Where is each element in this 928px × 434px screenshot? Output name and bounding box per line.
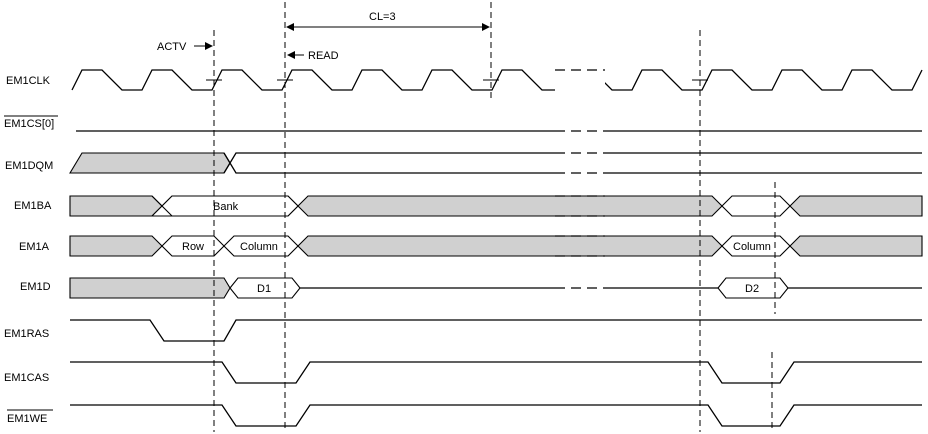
em1a-shaded-3	[789, 235, 923, 257]
em1ba-shaded-3	[789, 195, 923, 217]
cl-arrow-left	[286, 23, 294, 31]
em1dqm-shaded	[69, 152, 231, 174]
em1d-shaded	[69, 277, 231, 299]
break-gap-dqm	[555, 150, 605, 176]
em1a-column-1-text: Column	[240, 241, 278, 253]
label-em1clk: EM1CLK	[6, 75, 51, 87]
label-em1cas: EM1CAS	[4, 372, 49, 384]
actv-arrow-head	[205, 42, 213, 50]
label-em1ba: EM1BA	[14, 200, 52, 212]
label-em1d: EM1D	[20, 281, 51, 293]
em1cas-waveform	[70, 361, 922, 384]
em1a-row-text: Row	[182, 241, 204, 253]
em1d-d1-text: D1	[257, 283, 271, 295]
em1a-shaded-2	[297, 235, 723, 257]
read-arrow-head	[287, 51, 295, 59]
label-em1we: EM1WE	[7, 413, 47, 425]
em1a-shaded-1	[69, 235, 163, 257]
em1a-column-2-text: Column	[733, 241, 771, 253]
em1ba-shaded-1	[69, 195, 163, 217]
em1ba-bank-text: Bank	[213, 201, 239, 213]
label-em1dqm: EM1DQM	[5, 160, 53, 172]
em1ba-shaded-2	[297, 195, 723, 217]
em1we-waveform	[70, 404, 922, 427]
label-em1a: EM1A	[19, 241, 50, 253]
em1dqm-waveform	[223, 152, 922, 174]
em1ba-valid-2	[721, 195, 791, 217]
label-em1cs: EM1CS[0]	[4, 118, 54, 130]
annotation-read: READ	[308, 50, 339, 62]
annotation-actv: ACTV	[157, 41, 187, 53]
cl-arrow-right	[482, 23, 490, 31]
label-em1ras: EM1RAS	[4, 328, 49, 340]
em1d-d2-text: D2	[745, 283, 759, 295]
em1ras-waveform	[70, 319, 922, 342]
em1clk-break	[555, 64, 605, 96]
annotation-cl: CL=3	[369, 11, 396, 23]
